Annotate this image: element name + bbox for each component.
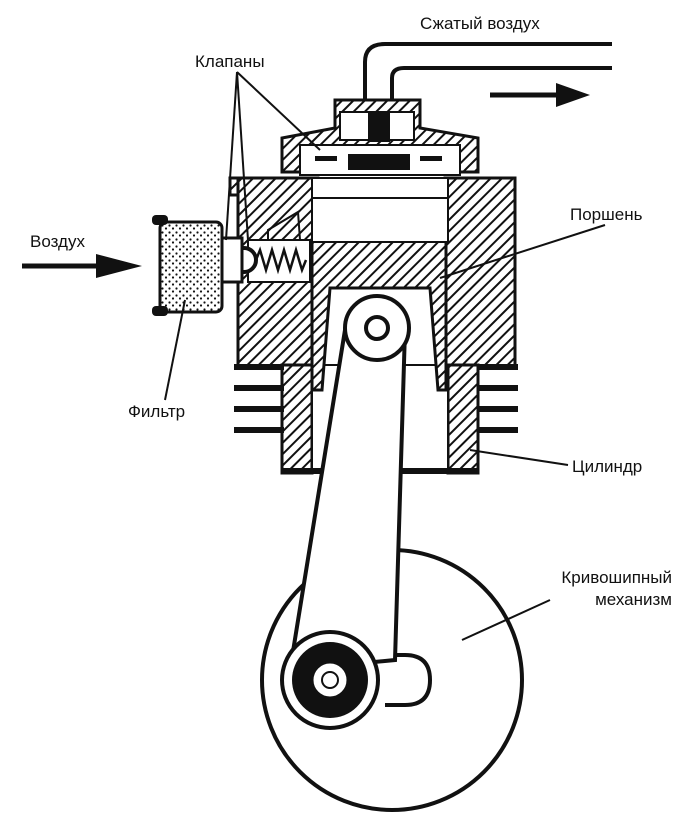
outlet-arrow xyxy=(490,83,590,107)
label-valves: Клапаны xyxy=(195,52,265,71)
label-crank-line1: Кривошипный xyxy=(561,568,672,587)
air-filter xyxy=(152,215,244,316)
outlet-valve-plate xyxy=(348,154,410,170)
valve-slot-right xyxy=(420,156,442,161)
label-piston: Поршень xyxy=(570,205,643,224)
crank-bearing xyxy=(280,630,380,730)
leader-valves-2 xyxy=(236,71,249,241)
cooling-fins-right xyxy=(478,364,518,433)
label-air: Воздух xyxy=(30,232,85,251)
leader-valves-1 xyxy=(236,71,321,151)
inlet-valve xyxy=(230,210,311,283)
piston xyxy=(310,197,449,392)
label-filter: Фильтр xyxy=(128,402,186,421)
label-cylinder: Цилиндр xyxy=(572,457,643,476)
intake-arrow xyxy=(22,254,142,278)
label-compressed-air: Сжатый воздух xyxy=(420,14,540,33)
cylinder-head xyxy=(280,98,480,176)
leader-crank xyxy=(461,599,551,641)
leader-valves-3 xyxy=(225,71,238,241)
valve-slot-left xyxy=(315,156,337,161)
label-crank-line2: механизм xyxy=(595,590,672,609)
cooling-fins-left xyxy=(234,364,284,433)
connecting-rod xyxy=(287,294,411,673)
leader-lines xyxy=(164,71,606,641)
leader-filter xyxy=(164,299,186,401)
leader-piston xyxy=(439,224,606,279)
leader-cylinder xyxy=(469,449,569,466)
